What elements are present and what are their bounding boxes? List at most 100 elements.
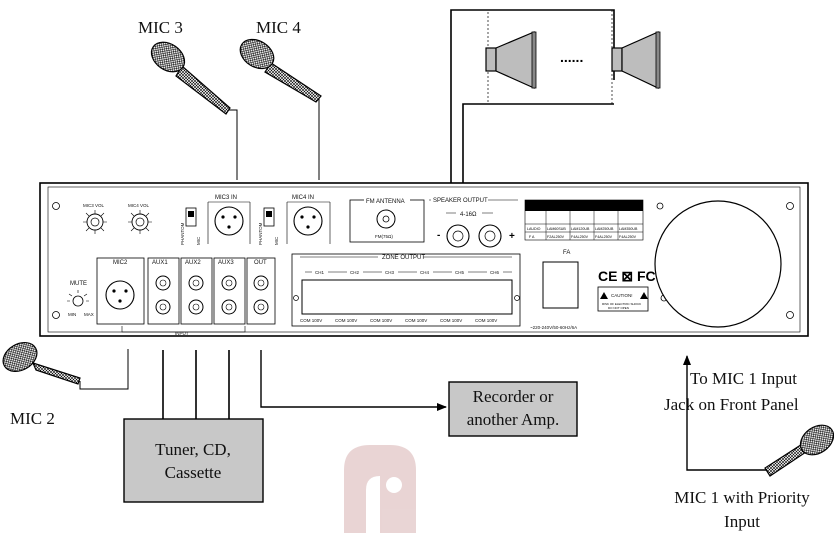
speaker-impedance-label: 4-16Ω bbox=[460, 212, 477, 218]
to-mic1-label-line1: To MIC 1 Input bbox=[690, 369, 797, 388]
caution-right-icon bbox=[640, 292, 648, 299]
caution-left-icon bbox=[600, 292, 608, 299]
mic3-in-label: MIC3 IN bbox=[215, 195, 237, 201]
speaker-plus-label: + bbox=[509, 231, 515, 242]
mic2-input-label: MIC2 bbox=[113, 260, 128, 266]
fuse-row-0: F A bbox=[529, 235, 535, 239]
tuner-cd-cassette-box bbox=[123, 418, 264, 503]
mic2-input-jack[interactable] bbox=[105, 280, 135, 310]
fuse-header-1: LAM60SUB bbox=[547, 227, 566, 231]
fuse-label: FA bbox=[563, 250, 570, 256]
shock-warning-line1: RISK OF ELECTRIC SHOCK bbox=[602, 302, 641, 306]
mic1-microphone bbox=[764, 424, 834, 477]
to-mic1-label-line2: Jack on Front Panel bbox=[664, 395, 799, 414]
shock-warning-line2: DO NOT OPEN bbox=[608, 306, 629, 310]
aux3-label: AUX3 bbox=[218, 260, 234, 266]
power-rating-label: ~220-240V/50-60Hz/6A bbox=[530, 325, 577, 330]
mic3-in-jack[interactable] bbox=[207, 201, 251, 244]
mic3-vol-label: MIC3 VOL bbox=[83, 203, 105, 208]
mute-min-label: MIN bbox=[68, 312, 76, 317]
zone-com6-label: COM 100V bbox=[475, 318, 497, 323]
mic4-microphone bbox=[239, 38, 322, 180]
zone-com3-label: COM 100V bbox=[370, 318, 392, 323]
mic1-label-line1: MIC 1 with Priority bbox=[674, 488, 810, 507]
tuner-label-line2: Cassette bbox=[165, 463, 222, 482]
zone-ch2-label: CH2 bbox=[350, 270, 359, 275]
mic4-volume-knob[interactable] bbox=[128, 210, 152, 234]
recorder-label-line2: another Amp. bbox=[467, 410, 560, 429]
mic4-in-label: MIC4 IN bbox=[292, 195, 314, 201]
zone-com5-label: COM 100V bbox=[440, 318, 462, 323]
certification-marks: CE ⊠ FC bbox=[598, 268, 656, 284]
mic2-label: MIC 2 bbox=[10, 409, 55, 428]
aux2-jacks[interactable] bbox=[180, 257, 213, 325]
mic4-phantom-label: PHANTOM bbox=[258, 222, 263, 245]
fm-antenna-label: FM ANTENNA bbox=[366, 199, 405, 205]
fuse-row-1: F2AL250V bbox=[547, 235, 565, 239]
fuse-spec-header-bar bbox=[525, 200, 643, 211]
mic2-input-box bbox=[96, 257, 145, 325]
zone-com-labels: COM 100V COM 100V COM 100V COM 100V COM … bbox=[300, 318, 497, 323]
mic4-in-jack[interactable] bbox=[286, 201, 331, 244]
zone-terminal-block[interactable] bbox=[301, 279, 513, 315]
aux1-jacks[interactable] bbox=[147, 257, 180, 325]
fm-antenna-label-bg bbox=[364, 197, 410, 204]
mic3-phantom-label: PHANTOM bbox=[180, 222, 185, 245]
fm-ohm-label: FM(75Ω) bbox=[375, 234, 393, 239]
out-jacks[interactable] bbox=[246, 257, 276, 325]
caution-label: CAUTION! bbox=[611, 293, 633, 298]
speaker-minus-terminal[interactable] bbox=[446, 224, 470, 248]
mic3-label: MIC 3 bbox=[138, 18, 183, 37]
out-label: OUT bbox=[254, 260, 267, 266]
zone-output-box bbox=[291, 253, 521, 327]
zone-screw-right bbox=[514, 295, 520, 301]
aux1-label: AUX1 bbox=[152, 260, 168, 266]
fuse-header-0: LAUDIO bbox=[527, 227, 541, 231]
zone-ch1-label: CH1 bbox=[315, 270, 324, 275]
speaker-right bbox=[611, 31, 661, 89]
mic2-microphone bbox=[2, 341, 129, 390]
fuse-row-2: F4AL250V bbox=[571, 235, 589, 239]
zone-com1-label: COM 100V bbox=[300, 318, 322, 323]
mic4-vol-label: MIC4 VOL bbox=[128, 203, 150, 208]
recorder-box bbox=[448, 381, 578, 437]
fuse-header-3: LAM250UB bbox=[595, 227, 614, 231]
zone-screw-left bbox=[293, 295, 299, 301]
mic1-label-line2: Input bbox=[724, 512, 760, 531]
speaker-minus-label: - bbox=[437, 230, 440, 241]
mic4-phantom-switch[interactable] bbox=[263, 207, 275, 227]
zone-com2-label: COM 100V bbox=[335, 318, 357, 323]
mic3-microphone bbox=[150, 41, 238, 180]
cooling-fan bbox=[654, 200, 782, 328]
fuse-spec-cells: LAUDIO LAM60SUB LAM120UB LAM250UB LAM350… bbox=[527, 227, 638, 239]
fuse-header-2: LAM120UB bbox=[571, 227, 590, 231]
zone-ch4-label: CH4 bbox=[420, 270, 429, 275]
mic4-phantom-mic-label: MIC bbox=[274, 236, 279, 245]
fuse-header-4: LAM350UB bbox=[619, 227, 638, 231]
zone-ch6-label: CH6 bbox=[490, 270, 499, 275]
zone-ch3-label: CH3 bbox=[385, 270, 394, 275]
mute-knob[interactable] bbox=[67, 290, 89, 307]
speaker-left bbox=[485, 31, 537, 89]
input-group-bracket bbox=[121, 326, 246, 333]
power-inlet[interactable] bbox=[542, 261, 579, 309]
mic3-volume-knob[interactable] bbox=[83, 210, 107, 234]
recorder-label-line1: Recorder or bbox=[473, 387, 554, 406]
mic3-phantom-switch[interactable] bbox=[185, 207, 197, 227]
out-to-recorder-arrow bbox=[260, 350, 447, 411]
fuse-row-3: F4AL250V bbox=[595, 235, 613, 239]
speaker-output-label: SPEAKER OUTPUT bbox=[433, 198, 488, 204]
input-group-label: INPUT bbox=[175, 331, 189, 336]
aux-source-cables bbox=[162, 350, 230, 420]
fm-antenna-jack[interactable] bbox=[376, 209, 396, 229]
aux2-label: AUX2 bbox=[185, 260, 201, 266]
zone-ch5-label: CH5 bbox=[455, 270, 464, 275]
mic3-phantom-mic-label: MIC bbox=[196, 236, 201, 245]
mute-max-label: MAX bbox=[84, 312, 94, 317]
aux3-jacks[interactable] bbox=[213, 257, 246, 325]
mic4-label: MIC 4 bbox=[256, 18, 301, 37]
zone-com4-label: COM 100V bbox=[405, 318, 427, 323]
speaker-plus-terminal[interactable] bbox=[478, 224, 502, 248]
